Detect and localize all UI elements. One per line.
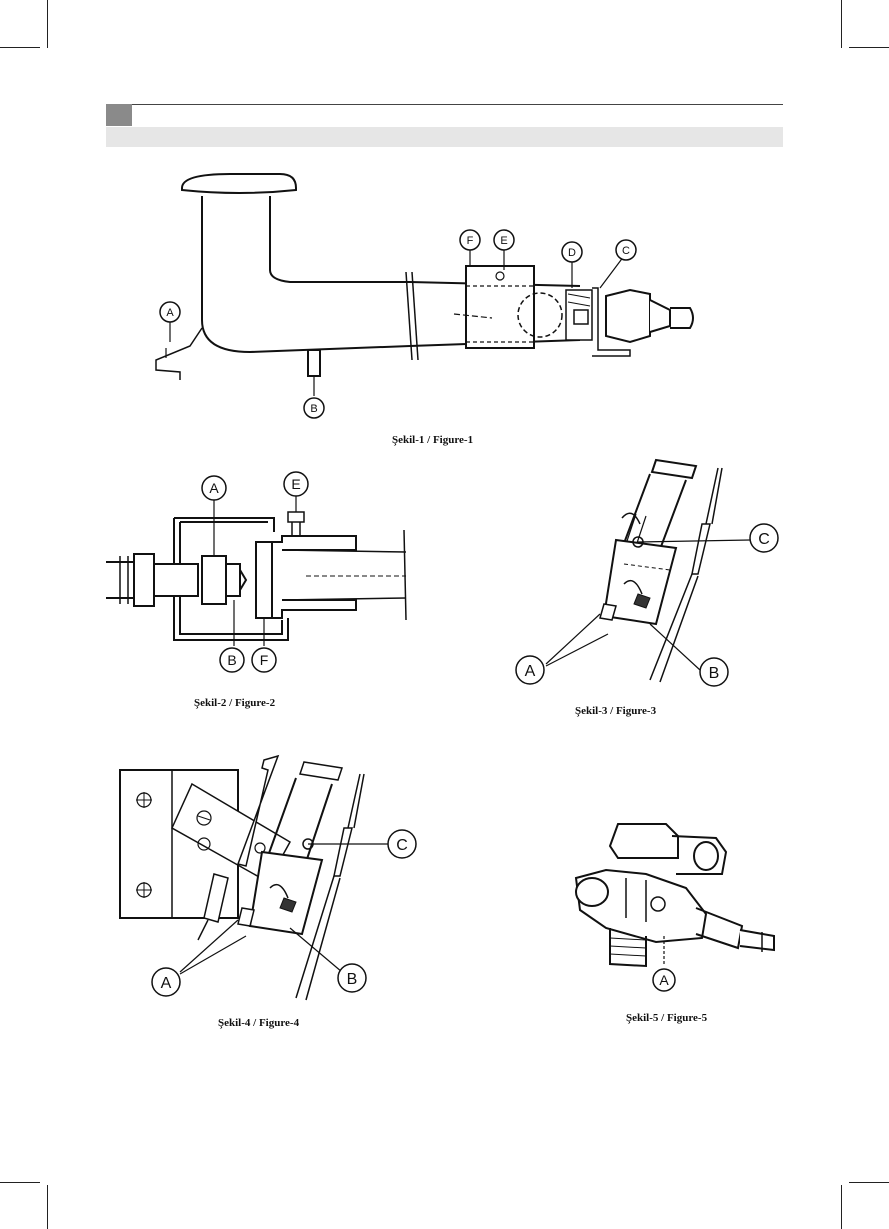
figure-1-label: F (467, 235, 474, 247)
crop-mark (0, 1182, 40, 1183)
crop-mark (849, 1182, 889, 1183)
figure-2-label: E (291, 476, 300, 492)
figure-2-caption: Şekil-2 / Figure-2 (194, 697, 275, 709)
figure-2-label: A (209, 480, 219, 496)
figure-5-drawing: A (566, 818, 786, 994)
crop-mark (47, 1185, 48, 1229)
figure-2-label: F (260, 652, 269, 668)
figure-4-label: A (161, 975, 172, 992)
figure-3-label: A (525, 663, 536, 680)
figure-1-label: C (622, 245, 630, 257)
crop-mark (0, 47, 40, 48)
figure-1-caption: Şekil-1 / Figure-1 (392, 434, 473, 446)
figure-4-label: C (396, 837, 408, 854)
figure-2-label: B (227, 652, 236, 668)
figure-1-label: A (166, 307, 174, 319)
figure-3-label: B (709, 665, 720, 682)
section-header-bar (106, 104, 783, 128)
figure-4-label: B (347, 971, 358, 988)
figure-1-label: D (568, 247, 576, 259)
section-subheader-band (106, 127, 783, 147)
crop-mark (841, 1185, 842, 1229)
figure-1-drawing: A B C D E F (130, 160, 700, 430)
crop-mark (849, 47, 889, 48)
figure-1-label: B (310, 403, 317, 415)
crop-mark (47, 0, 48, 48)
figure-4-caption: Şekil-4 / Figure-4 (218, 1017, 299, 1029)
figure-3-drawing: A B C (500, 444, 790, 694)
crop-mark (841, 0, 842, 48)
figure-5-caption: Şekil-5 / Figure-5 (626, 1012, 707, 1024)
figure-1-label: E (500, 235, 507, 247)
figure-5-label: A (659, 972, 669, 988)
figure-2-drawing: A B E F (106, 470, 416, 680)
figure-3-caption: Şekil-3 / Figure-3 (575, 705, 656, 717)
figure-4-drawing: A B C (118, 748, 428, 1008)
section-marker (106, 104, 132, 126)
figure-3-label: C (758, 531, 770, 548)
